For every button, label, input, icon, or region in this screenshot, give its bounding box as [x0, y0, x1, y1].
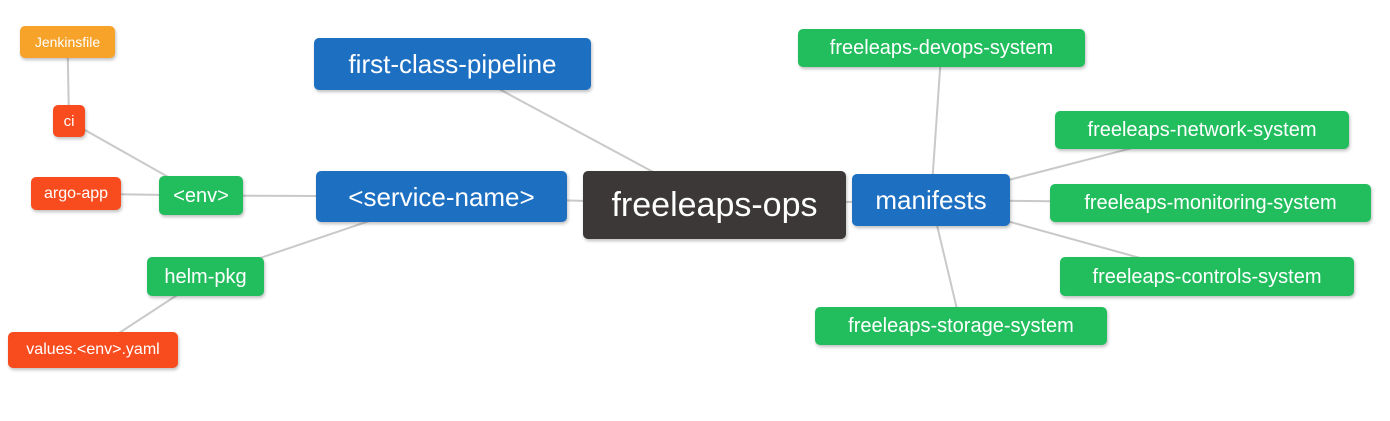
mindmap-node-helm-pkg[interactable]: helm-pkg: [147, 257, 264, 296]
mindmap-node-values-env-yaml[interactable]: values.<env>.yaml: [8, 332, 178, 368]
node-label: manifests: [875, 185, 987, 215]
node-label: freeleaps-ops: [611, 186, 818, 224]
mindmap-node-service-name[interactable]: <service-name>: [316, 171, 567, 222]
mindmap-node-freeleaps-controls-system[interactable]: freeleaps-controls-system: [1060, 257, 1354, 296]
mindmap-node-env[interactable]: <env>: [159, 176, 243, 215]
mindmap-node-freeleaps-storage-system[interactable]: freeleaps-storage-system: [815, 307, 1107, 345]
mindmap-node-first-class-pipeline[interactable]: first-class-pipeline: [314, 38, 591, 90]
node-label: freeleaps-network-system: [1087, 119, 1317, 141]
mindmap-node-freeleaps-monitoring-system[interactable]: freeleaps-monitoring-system: [1050, 184, 1371, 222]
mindmap-node-freeleaps-network-system[interactable]: freeleaps-network-system: [1055, 111, 1349, 149]
mindmap-node-argo-app[interactable]: argo-app: [31, 177, 121, 210]
mindmap-node-jenkinsfile[interactable]: Jenkinsfile: [20, 26, 115, 58]
mindmap-node-ci[interactable]: ci: [53, 105, 85, 137]
node-label: freeleaps-monitoring-system: [1084, 192, 1337, 214]
node-label: freeleaps-devops-system: [829, 37, 1054, 59]
node-label: first-class-pipeline: [348, 49, 557, 79]
mindmap-node-freeleaps-ops-root[interactable]: freeleaps-ops: [583, 171, 846, 239]
node-label: <env>: [173, 184, 229, 207]
node-label: argo-app: [43, 184, 109, 202]
node-label: helm-pkg: [164, 265, 247, 288]
node-label: ci: [63, 112, 75, 130]
node-label: values.<env>.yaml: [26, 341, 160, 358]
mindmap-node-manifests[interactable]: manifests: [852, 174, 1010, 226]
node-label: <service-name>: [348, 181, 535, 212]
node-label: freeleaps-controls-system: [1092, 265, 1322, 288]
mindmap-node-freeleaps-devops-system[interactable]: freeleaps-devops-system: [798, 29, 1085, 67]
node-label: freeleaps-storage-system: [848, 315, 1074, 337]
node-label: Jenkinsfile: [34, 34, 101, 50]
